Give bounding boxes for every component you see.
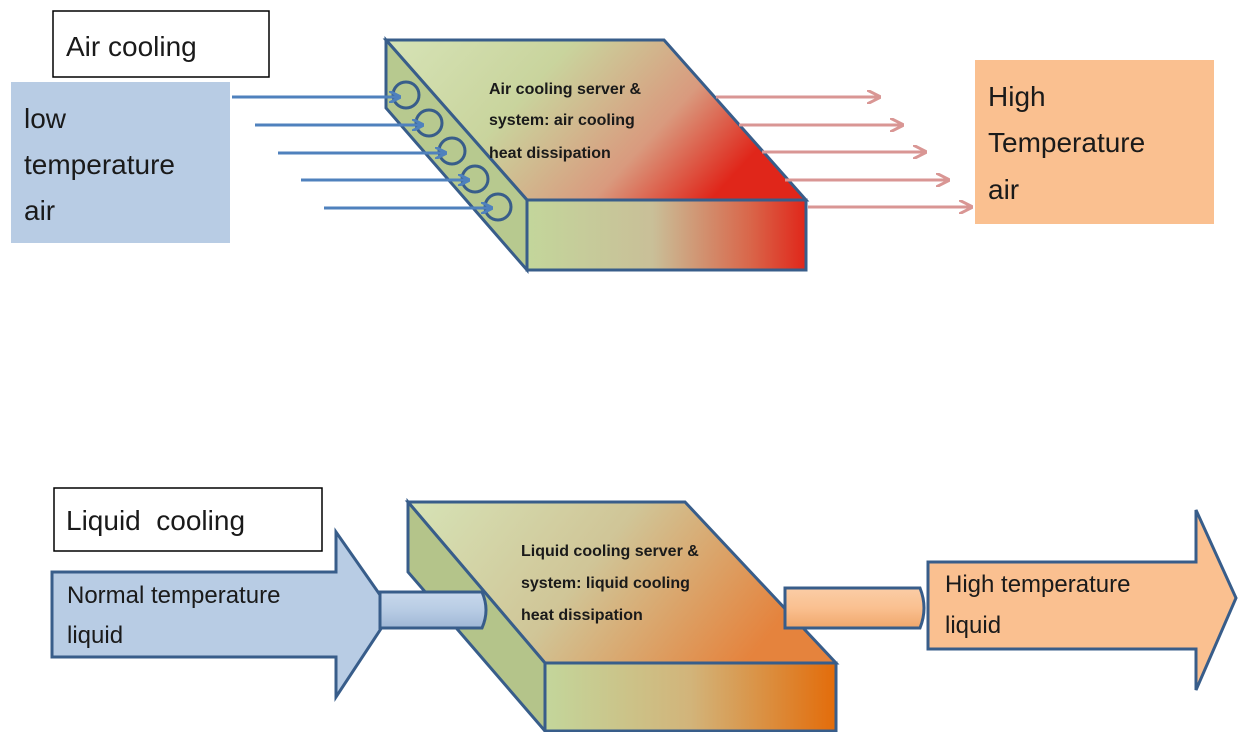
air-cooling-server-block: Air cooling server & system: air cooling… [382, 36, 810, 275]
hot-air-arrows [716, 97, 972, 207]
liquid-server-label: Liquid cooling server & system: liquid c… [521, 543, 703, 624]
liquid-cooling-server-block: Liquid cooling server & system: liquid c… [404, 497, 840, 732]
air-output-label: High Temperature air [988, 81, 1153, 205]
liquid-cooling-title-box: Liquid cooling [53, 487, 323, 552]
liquid-output-label: High temperature liquid [945, 571, 1137, 639]
liquid-cooling-title: Liquid cooling [66, 505, 245, 536]
air-input-label: low temperature air [24, 103, 183, 226]
cool-air-arrows [232, 97, 492, 208]
air-cooling-section: Air cooling low temperature air [11, 10, 1214, 275]
liquid-input-arrow [50, 527, 394, 703]
liquid-inlet-pipe [378, 590, 488, 630]
air-output-box: High Temperature air [975, 60, 1214, 224]
air-input-box: low temperature air [11, 82, 230, 243]
liquid-outlet-pipe [783, 586, 926, 630]
server-front-face [543, 661, 838, 732]
liquid-input-label: Normal temperature liquid [67, 582, 287, 649]
air-cooling-title: Air cooling [66, 31, 197, 62]
air-server-label: Air cooling server & system: air cooling… [489, 81, 646, 162]
liquid-output-arrow [926, 509, 1238, 691]
liquid-cooling-section: Liquid cooling Normal temperature liquid… [50, 487, 1238, 732]
server-front-face [525, 198, 808, 272]
air-cooling-title-box: Air cooling [52, 10, 270, 78]
